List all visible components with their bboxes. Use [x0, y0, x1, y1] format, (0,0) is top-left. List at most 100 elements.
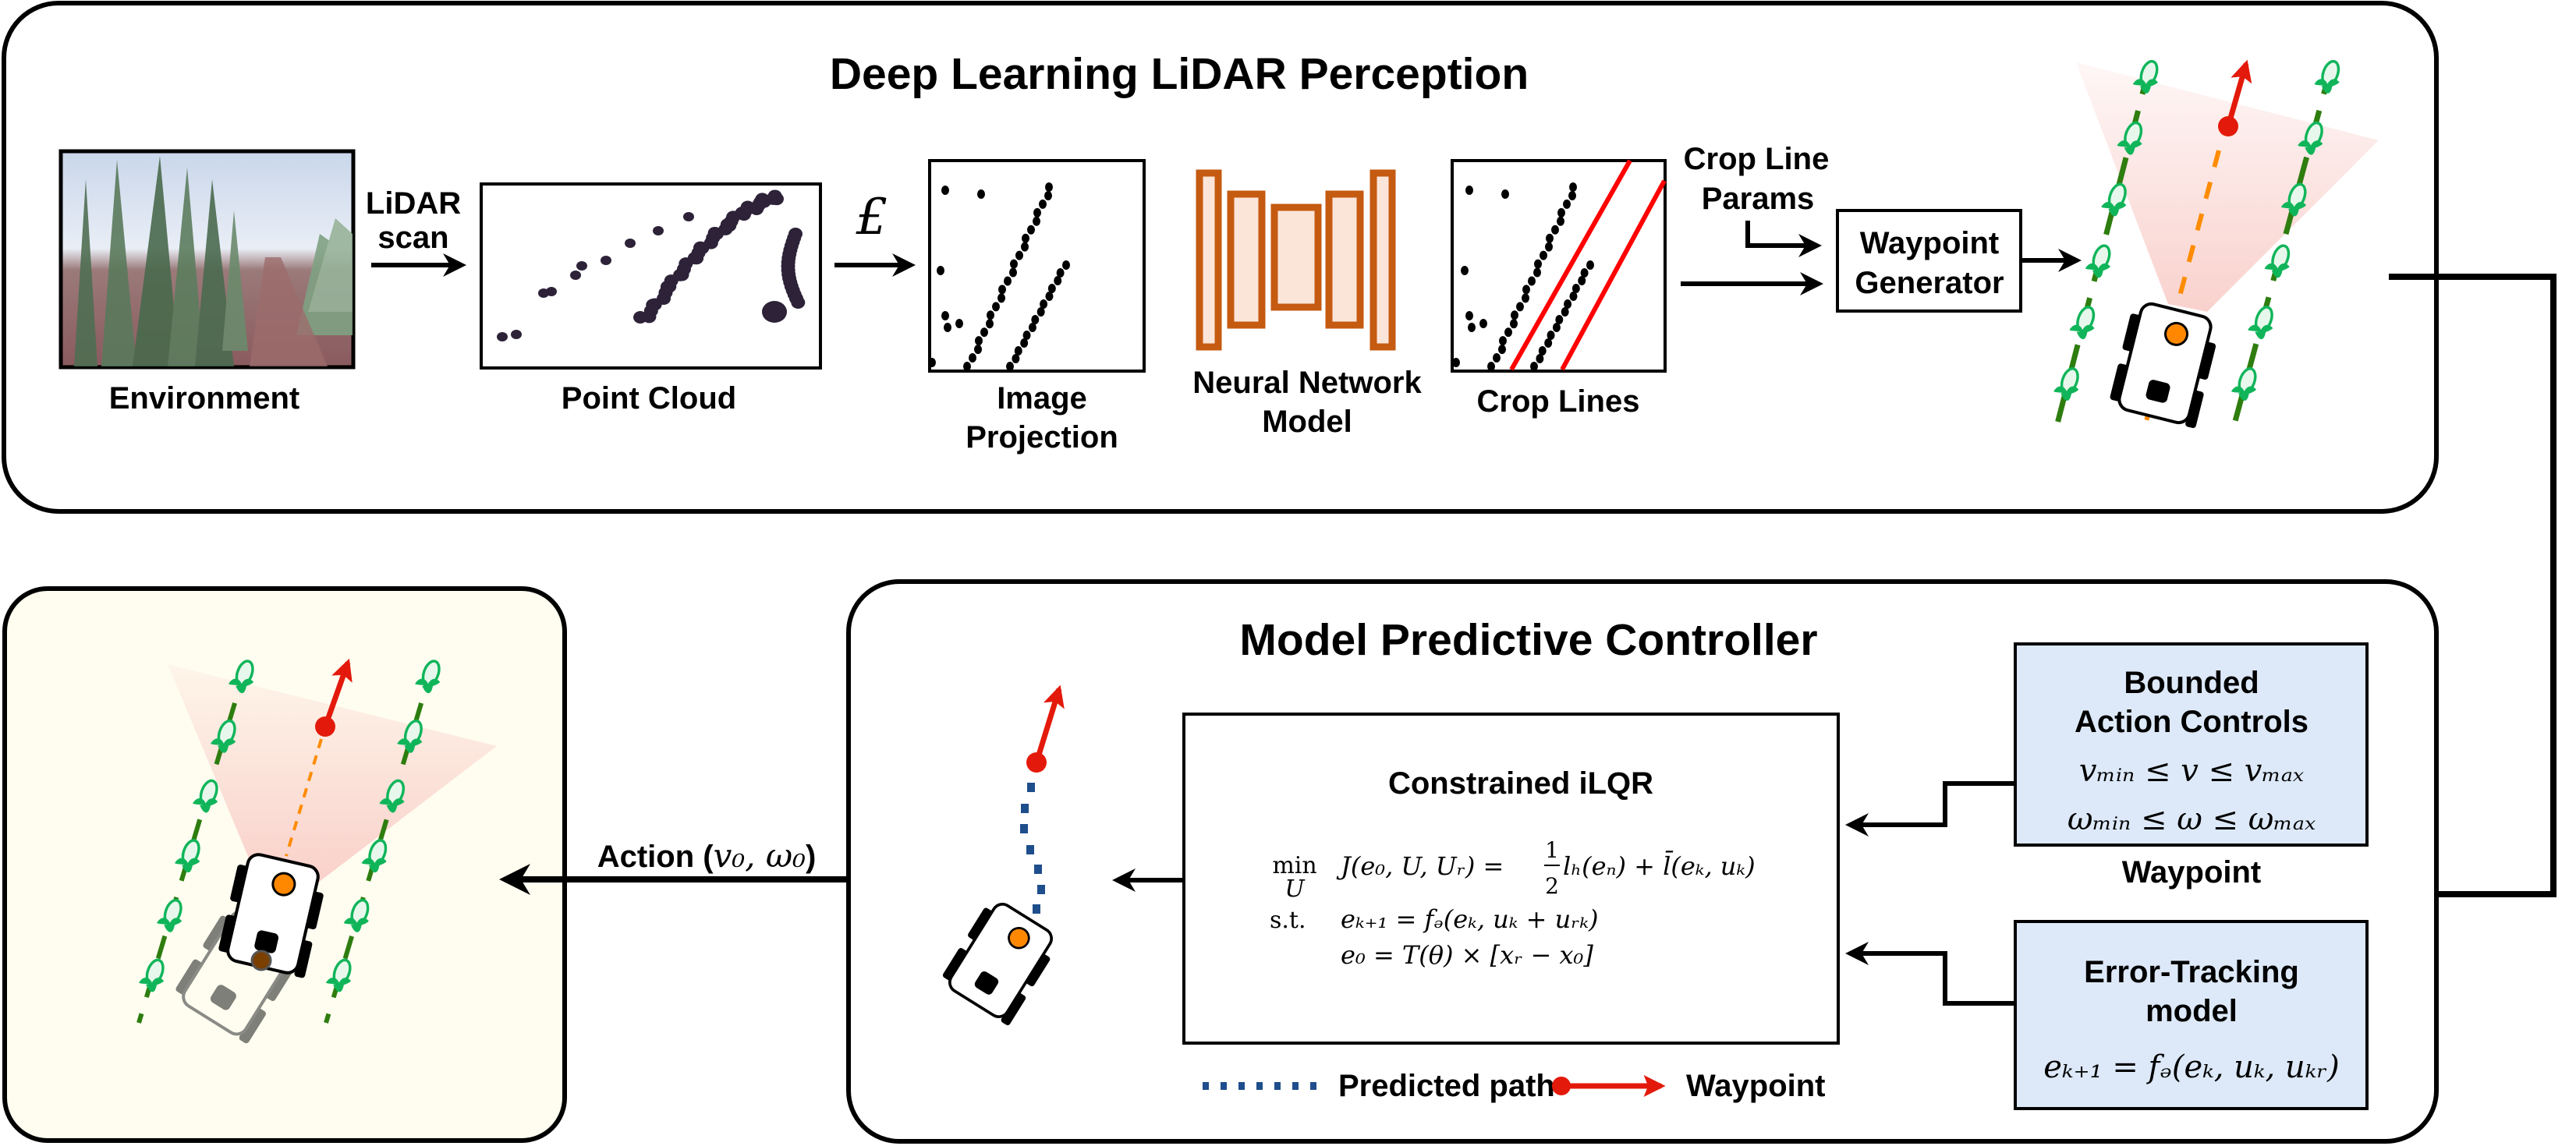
point [1452, 358, 1460, 367]
predicted-path-point [1021, 804, 1029, 813]
point [1557, 207, 1565, 218]
st-label: s.t. [1270, 907, 1306, 934]
legend: Predicted path Waypoint [1203, 1069, 1826, 1103]
point [1586, 260, 1594, 270]
crop-params-arrow [1745, 221, 1822, 257]
point [1040, 299, 1048, 309]
waypoint-arrow [1033, 684, 1065, 764]
point [653, 226, 664, 235]
objective-rhs: lₕ(eₙ) + l̄(eₖ, uₖ) [1563, 851, 1756, 881]
crop-lines-image [1451, 159, 1667, 373]
waypoint-generator-box: Waypoint Generator [1836, 209, 2022, 313]
point [1561, 307, 1569, 317]
mpc-title: Model Predictive Controller [1239, 615, 1817, 665]
lidar-scan-label-2: scan [377, 221, 448, 255]
point [1552, 323, 1561, 332]
point [1540, 250, 1547, 260]
action-label: Action (v₀, ω₀) [597, 837, 817, 875]
point [1493, 353, 1501, 363]
point [963, 362, 971, 371]
point [1027, 225, 1035, 235]
angular-velocity-bound: ωₘᵢₙ ≤ ω ≤ ωₘₐₓ [2068, 801, 2316, 837]
predicted-path-point [1027, 783, 1035, 792]
point [1516, 302, 1524, 312]
point [570, 271, 581, 280]
point [1578, 276, 1586, 285]
objective-frac-num: 1 [1545, 837, 1559, 863]
sensor-cone [2076, 62, 2379, 312]
path-line [285, 738, 323, 857]
point [1045, 292, 1054, 301]
error-title-1: Error-Tracking [2084, 955, 2299, 989]
point [1522, 285, 1530, 295]
point [1020, 338, 1029, 348]
neural-network-icon [1196, 169, 1396, 351]
objective-lhs: J(e₀, U, Uᵣ) = [1336, 851, 1504, 881]
waypoint-arrow [322, 658, 353, 728]
waypoint-generator-label-2: Generator [1855, 266, 2004, 300]
error-dynamics-eq: eₖ₊₁ = fₔ(eₖ, uₖ, uₖᵣ) [2043, 1049, 2340, 1085]
point [955, 319, 963, 328]
point [1062, 260, 1070, 270]
waypoint-input-label: Waypoint [2122, 855, 2262, 890]
bounded-title-1: Bounded [2124, 666, 2259, 700]
constraint-dynamics: eₖ₊₁ = fₔ(eₖ, uₖ + uᵣₖ) [1341, 904, 1598, 934]
predicted-path-point [1037, 885, 1045, 894]
point [1006, 362, 1014, 371]
perception-scene [2052, 58, 2379, 433]
velocity-bound: vₘᵢₙ ≤ v ≤ vₘₐₓ [2079, 753, 2304, 789]
point [1568, 190, 1576, 200]
bounded-title-2: Action Controls [2075, 705, 2308, 739]
error-tracking-arrow [1845, 942, 2015, 1006]
predicted-path-point [1033, 904, 1040, 914]
point [1499, 336, 1507, 346]
point [937, 266, 944, 275]
image-projection-label-2: Projection [966, 420, 1118, 455]
point [1536, 354, 1544, 363]
point [1022, 233, 1029, 243]
point [1533, 267, 1541, 278]
error-title-2: model [2145, 994, 2238, 1028]
point [791, 296, 806, 309]
point [1021, 242, 1029, 252]
predicted-path-point [1034, 865, 1042, 874]
point [762, 301, 787, 323]
robot-sensor [250, 950, 272, 971]
point [1569, 182, 1577, 192]
mpc-panel: Model Predictive Controller Constrained … [846, 579, 2439, 1144]
point [1461, 266, 1469, 275]
image-projection-image [928, 159, 1146, 373]
predicted-path-point [1020, 824, 1028, 833]
point [511, 330, 522, 339]
point [1036, 307, 1045, 317]
point [1538, 346, 1547, 355]
point [1551, 225, 1559, 235]
point [546, 287, 557, 296]
point [1534, 259, 1542, 269]
point [1547, 331, 1555, 340]
point [1522, 293, 1529, 303]
point [1528, 276, 1536, 286]
point [997, 293, 1005, 303]
point [941, 186, 949, 195]
point [1544, 338, 1553, 348]
point [1056, 268, 1065, 278]
point [1468, 323, 1476, 332]
point [1479, 319, 1487, 328]
point [625, 239, 636, 248]
waypoint-dot [1026, 752, 1047, 773]
legend-waypoint-label: Waypoint [1686, 1069, 1826, 1103]
error-tracking-box: Error-Tracking model eₖ₊₁ = fₔ(eₖ, uₖ, u… [2014, 920, 2369, 1110]
point [1557, 216, 1564, 226]
point [1045, 182, 1053, 192]
point [941, 311, 949, 320]
lidar-scan-label-1: LiDAR [366, 186, 461, 221]
crop-line-params-label-1: Crop Line [1684, 142, 1830, 176]
result-panel [2, 586, 567, 1143]
point [1012, 354, 1020, 363]
perception-panel: Deep Learning LiDAR Perception Environme… [2, 1, 2439, 514]
point [944, 323, 951, 332]
point [1039, 199, 1047, 209]
ilqr-title: Constrained iLQR [1388, 766, 1653, 801]
legend-predicted-path-label: Predicted path [1338, 1069, 1555, 1103]
